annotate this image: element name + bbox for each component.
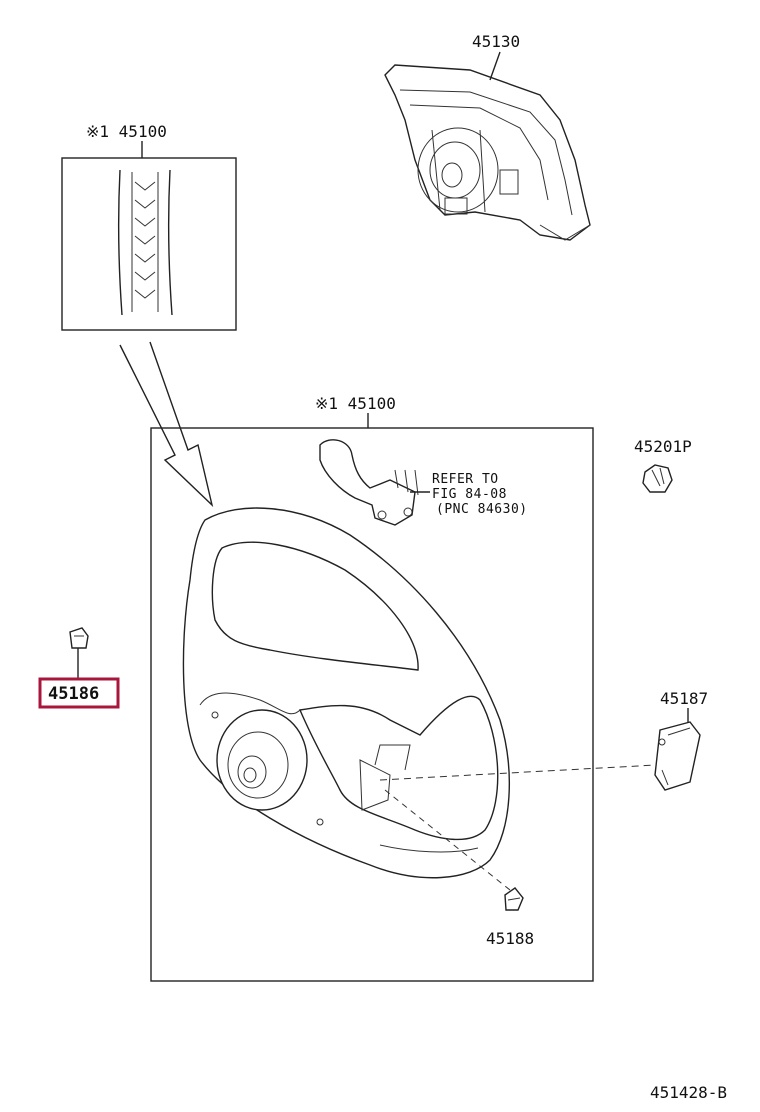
horn-pad-label: 45130 (472, 32, 520, 51)
refer-note-line3: (PNC 84630) (436, 502, 528, 517)
screw-part[interactable] (504, 887, 524, 911)
steering-wheel-part[interactable] (182, 507, 510, 879)
refer-note-line2: FIG 84-08 (432, 487, 507, 502)
clip-part[interactable] (69, 627, 89, 649)
wire-harness-part[interactable] (319, 439, 430, 526)
bolt-label: 45201P (634, 437, 692, 456)
wheel-assy-frame (150, 427, 594, 982)
detail-wheel-label: ※1 45100 (86, 122, 167, 141)
detail-arrow (119, 341, 214, 508)
cover-right-label: 45187 (660, 689, 708, 708)
cover-right-part[interactable] (654, 721, 701, 791)
horn-pad-part[interactable] (384, 51, 591, 241)
bolt-part[interactable] (642, 464, 673, 493)
highlight-box (38, 677, 120, 709)
detail-box (61, 157, 237, 331)
wheel-assy-label: ※1 45100 (315, 394, 396, 413)
diagram-id: 451428-B (650, 1083, 727, 1102)
refer-note-line1: REFER TO (432, 472, 499, 487)
clip-highlighted-label[interactable]: 45186 (48, 684, 99, 704)
screw-label: 45188 (486, 929, 534, 948)
